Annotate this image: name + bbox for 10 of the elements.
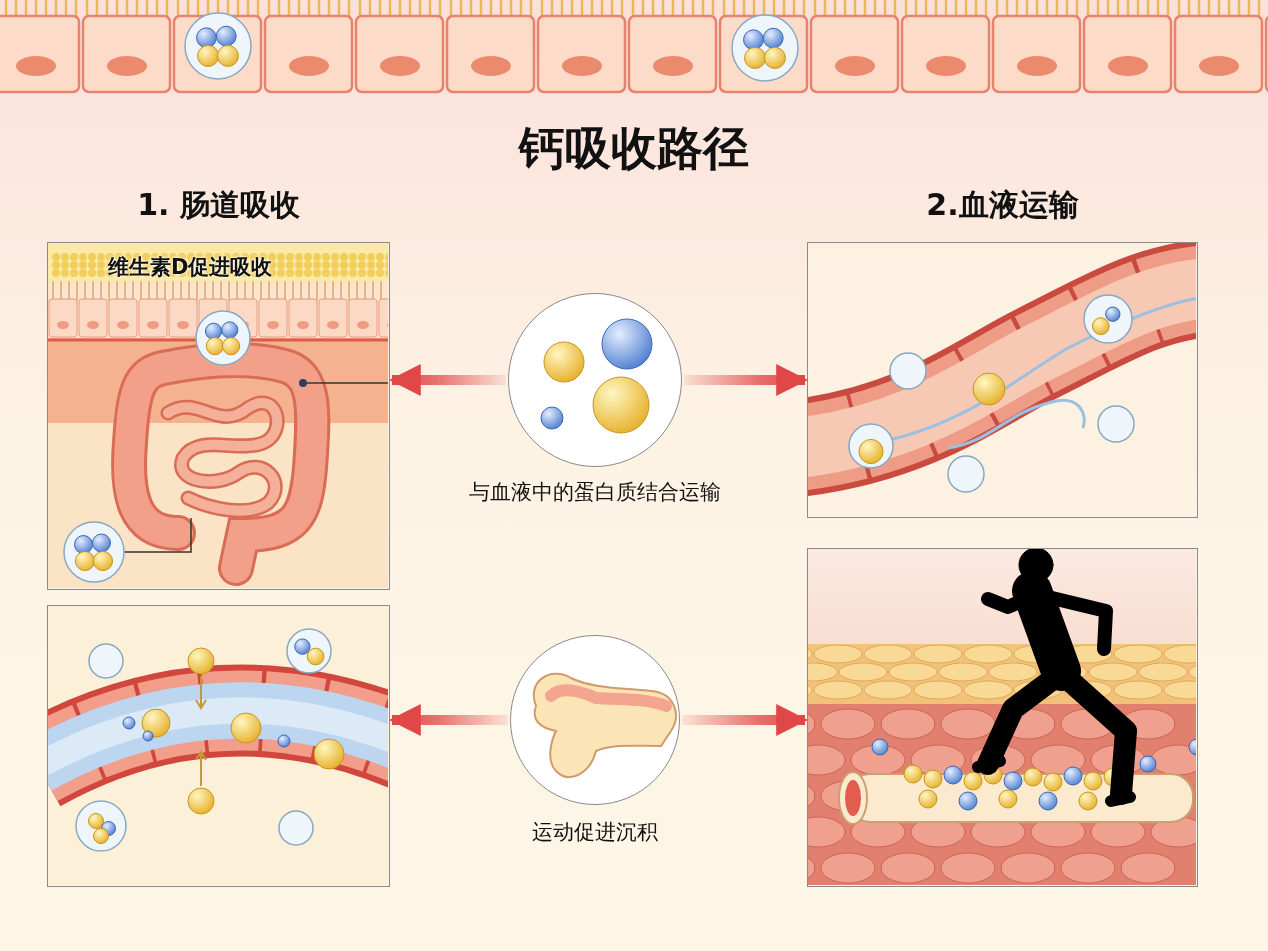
arrow [684, 364, 809, 396]
arrow [682, 704, 809, 736]
caption-text: 与血液中的蛋白质结合运输 [468, 479, 722, 506]
arrow [388, 364, 506, 396]
arrow [388, 704, 508, 736]
diagram-title: 钙吸收路径 [517, 120, 750, 177]
caption-text: 运动促进沉积 [531, 819, 659, 846]
section-heading: 2.血液运输 [925, 186, 1080, 224]
caption-text: 维生素D促进吸收 [108, 254, 273, 281]
section-heading: 1. 肠道吸收 [136, 186, 301, 224]
